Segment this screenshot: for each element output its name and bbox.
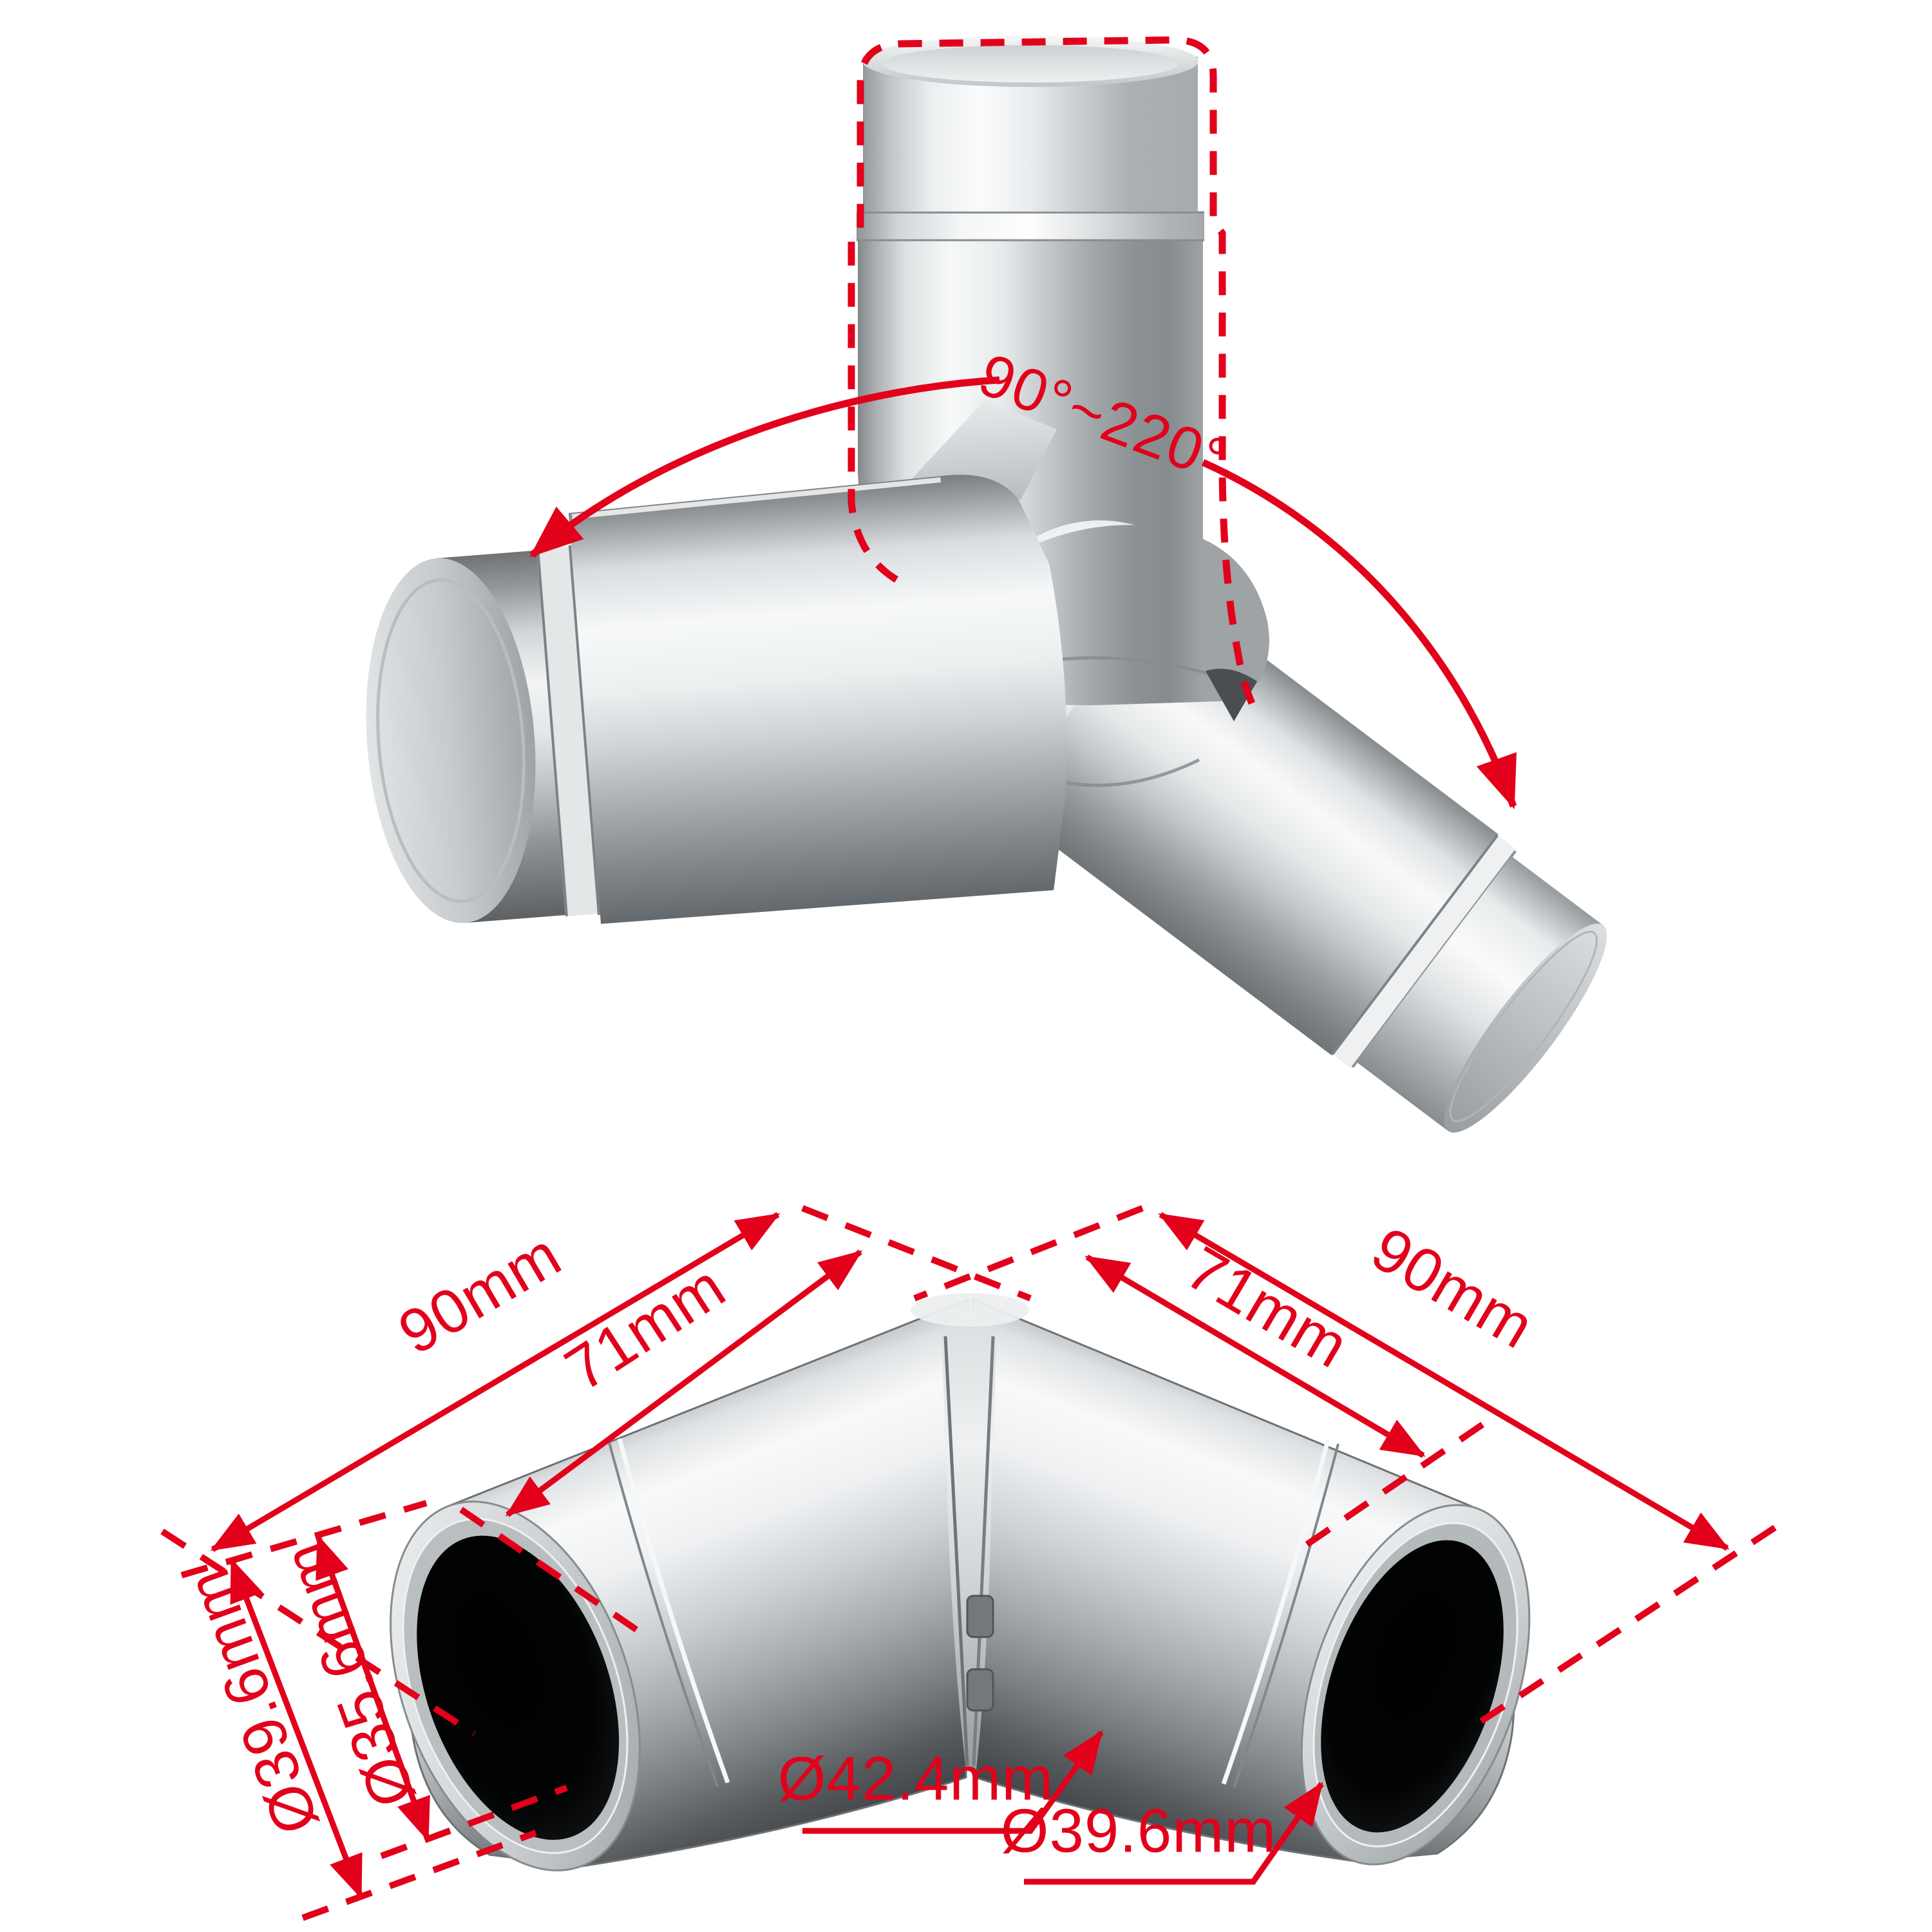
extension-line-right-outer [1474, 1524, 1777, 1728]
dim-label-71mm-left: 71mm [553, 1251, 737, 1404]
groove-edge [1331, 834, 1499, 1056]
left-tube-end-face [366, 558, 536, 923]
left-tube-opening [390, 1501, 641, 1871]
top-tube-opening-inner [882, 45, 1179, 82]
dim-label-diameter-42-4: Ø42.4mm [778, 1745, 1054, 1814]
end-face-ring [1449, 931, 1598, 1122]
diagonal-tube-end-face [1444, 923, 1607, 1133]
hinge-seam [911, 1293, 1029, 1770]
opening-bore [417, 1535, 620, 1840]
dim-line-90mm-right [1158, 1212, 1730, 1551]
right-tube-opening [1300, 1504, 1531, 1866]
hinge-channel [942, 1304, 997, 1770]
extension-line-diameter-bottom-inner [380, 1785, 568, 1859]
body-highlight [571, 477, 941, 520]
top-view-render: 90°~220° [366, 35, 1607, 1133]
groove-edge [568, 545, 600, 915]
left-tube-shoulder [908, 400, 1057, 500]
extension-line-apex-left [801, 1205, 1032, 1302]
rotation-arc-right-segment [1201, 459, 1517, 810]
seam-crease [943, 1336, 969, 1766]
top-tube-collar [857, 211, 1204, 241]
opening-bore [1321, 1540, 1504, 1833]
extension-line-diameter-bottom-outer [301, 1830, 537, 1921]
hinge-tab [966, 1668, 994, 1712]
diagonal-tube-end [1356, 856, 1604, 1132]
end-face-ring [376, 578, 526, 903]
left-tube [366, 400, 1067, 924]
dome-notch [1206, 668, 1257, 721]
dim-label-diameter-39-6-right: Ø39.6mm [1001, 1797, 1276, 1866]
left-tube-groove [536, 546, 600, 916]
extension-line-left-inner [459, 1506, 647, 1639]
dim-line-71mm-left [505, 1249, 863, 1517]
rotation-arc-left-segment [529, 376, 1000, 558]
dim-line-diameter-35-6-left [315, 1534, 431, 1842]
dim-label-71mm-right: 71mm [1175, 1233, 1360, 1381]
diagonal-tube-groove [1332, 835, 1517, 1069]
left-tube-body [568, 475, 1067, 924]
dim-label-90mm-left: 90mm [387, 1220, 573, 1368]
leader-line-39-6-right [1024, 1781, 1324, 1885]
apex-cap [911, 1293, 1029, 1327]
dim-label-90mm-right: 90mm [1360, 1214, 1546, 1362]
extension-line-apex-right [913, 1205, 1144, 1302]
swivel-range-dashed-outline [848, 36, 1256, 705]
leader-line-42-4 [802, 1730, 1104, 1834]
groove-edge [536, 549, 568, 916]
hinge-tab [966, 1595, 994, 1638]
